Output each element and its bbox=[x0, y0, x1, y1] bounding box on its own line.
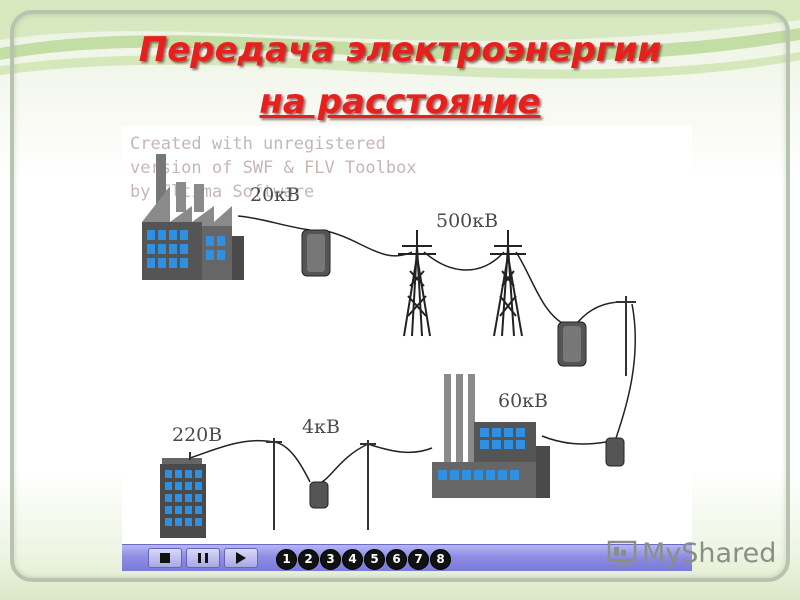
watermark-line: version of SWF & FLV Toolbox bbox=[130, 158, 417, 178]
stop-button[interactable] bbox=[148, 548, 182, 568]
scene-button-4[interactable]: 4 bbox=[342, 549, 363, 570]
transmission-tower bbox=[490, 230, 526, 337]
animation-stage[interactable]: Created with unregistered version of SWF… bbox=[122, 126, 692, 568]
player-toolbar: 1 2 3 4 5 6 7 8 bbox=[122, 544, 692, 571]
pause-button[interactable] bbox=[186, 548, 220, 568]
scene-button-6[interactable]: 6 bbox=[386, 549, 407, 570]
utility-pole bbox=[616, 296, 636, 376]
utility-pole bbox=[360, 440, 376, 530]
transformer-small bbox=[605, 437, 625, 467]
stop-icon bbox=[160, 553, 170, 563]
transformer-stepdown bbox=[557, 321, 587, 367]
slide-title-line1: Передача электроэнергии bbox=[138, 30, 662, 70]
transformer-distribution bbox=[309, 481, 329, 509]
scene-button-2[interactable]: 2 bbox=[298, 549, 319, 570]
voltage-label-plant: 20кВ bbox=[250, 184, 301, 206]
voltage-label-distribution: 4кВ bbox=[302, 416, 340, 438]
play-icon bbox=[236, 552, 246, 564]
myshared-logo: MyShared bbox=[606, 536, 776, 572]
watermark-line: Created with unregistered bbox=[130, 134, 386, 154]
voltage-label-transmission: 500кВ bbox=[436, 210, 499, 232]
slide-frame bbox=[10, 10, 790, 582]
voltage-label-house: 220В bbox=[172, 424, 223, 446]
pause-icon bbox=[198, 553, 208, 563]
apartment-building bbox=[160, 452, 206, 538]
scene-button-3[interactable]: 3 bbox=[320, 549, 341, 570]
presentation-icon bbox=[607, 540, 637, 569]
logo-text: MyShared bbox=[642, 538, 777, 569]
power-plant bbox=[142, 154, 244, 280]
slide-title-line2: на расстояние bbox=[259, 82, 541, 122]
scene-button-8[interactable]: 8 bbox=[430, 549, 451, 570]
play-button[interactable] bbox=[224, 548, 258, 568]
factory bbox=[432, 374, 550, 498]
scene-button-7[interactable]: 7 bbox=[408, 549, 429, 570]
voltage-label-factory: 60кВ bbox=[498, 390, 549, 412]
power-transmission-diagram bbox=[142, 154, 637, 538]
scene-button-1[interactable]: 1 bbox=[276, 549, 297, 570]
scene-button-5[interactable]: 5 bbox=[364, 549, 385, 570]
transmission-tower bbox=[398, 230, 436, 337]
transformer-stepup bbox=[301, 229, 331, 277]
utility-pole bbox=[266, 438, 282, 530]
